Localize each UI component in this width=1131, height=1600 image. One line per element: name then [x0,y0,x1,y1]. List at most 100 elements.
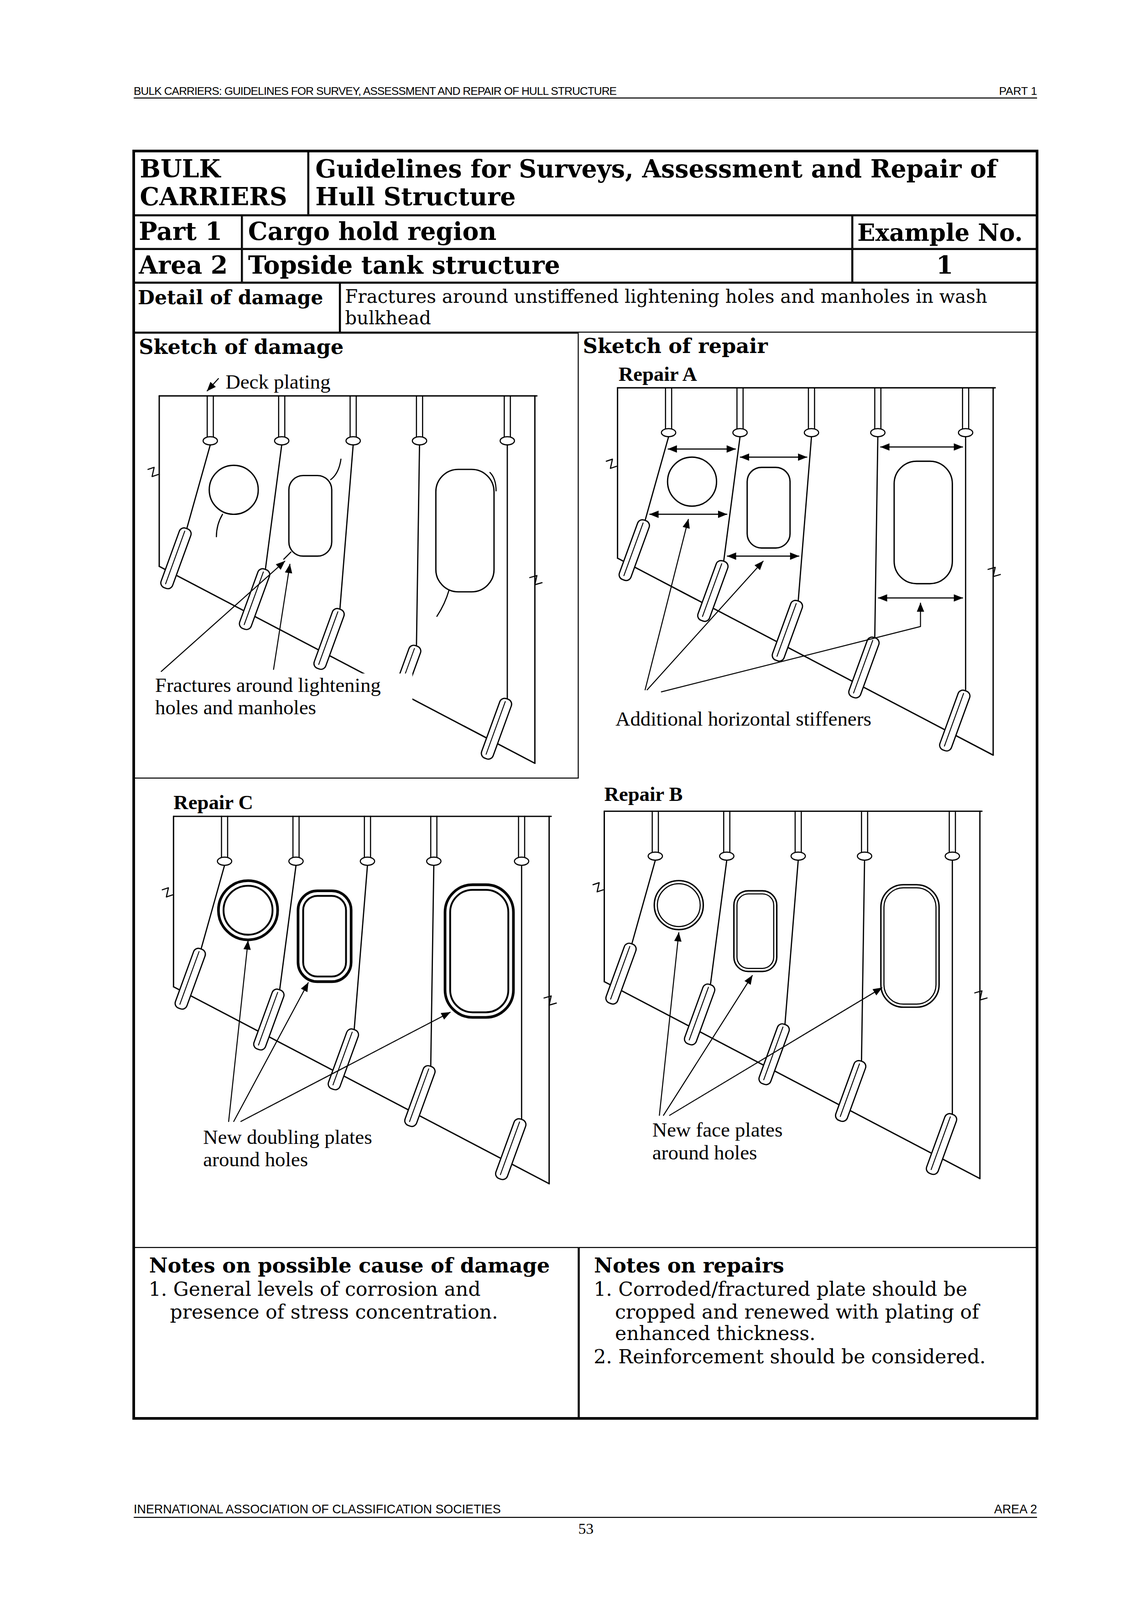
scallop-cutout [514,857,529,866]
leader-line [228,941,249,1122]
bulkhead-sketch [147,396,543,764]
deck-longitudinal [962,387,969,429]
slope-longitudinal-web [853,640,873,694]
slope-longitudinal [173,947,208,1012]
deck-longitudinal [221,816,228,858]
bulkhead-sketch [162,816,557,1184]
scallop-cutout [791,852,806,861]
face-plate [657,884,701,928]
slope-longitudinal-web [500,1122,520,1176]
repair-title: Repair B [604,782,683,806]
slope-longitudinal [494,1117,528,1182]
leader-line [661,603,921,693]
slope-longitudinal [757,1022,791,1087]
break-mark [529,575,543,585]
slope-longitudinal-section [924,1112,959,1177]
slope-longitudinal [252,988,286,1053]
scallop-cutout [500,437,515,446]
deck-longitudinal [665,387,672,429]
deck-longitudinal [416,396,423,437]
deck-longitudinal [723,811,730,853]
leader-line [240,1012,451,1122]
slope-longitudinal [604,942,638,1006]
sketch-group [147,378,1001,1184]
slope-longitudinal [312,607,346,672]
vertical-stiffener [354,865,368,1030]
scallop-cutout [857,852,872,861]
cell-text: Area 2 [138,252,237,280]
slope-longitudinal-web [702,563,722,617]
fracture [330,459,341,480]
horizontal-stiffener [880,446,963,448]
slope-longitudinal-web [409,1069,429,1123]
plate-edge [548,816,550,1184]
deck-longitudinal [364,816,371,858]
break-mark [988,567,1001,577]
deck-longitudinal [736,387,743,429]
table-cell: Part 1 [133,215,242,250]
deck-longitudinal [861,811,868,853]
vertical-stiffener [279,865,297,991]
vertical-stiffener [339,444,354,610]
lightening-hole [654,880,704,930]
plate-edge [979,811,981,1179]
deck-longitudinal [430,816,437,858]
slope-longitudinal-web [623,523,643,577]
slope-longitudinal [159,526,193,591]
table-cell: Topside tank structure [241,249,853,283]
vertical-stiffener [521,865,523,1120]
deck-longitudinal [874,387,881,429]
slope-longitudinal-section [403,1064,437,1129]
slope-longitudinal-web [244,572,264,626]
fracture [216,514,223,537]
scallop-cutout [203,437,218,446]
vertical-stiffener [861,860,865,1062]
slope-longitudinal-web [931,1117,951,1171]
plate-edge [172,816,175,988]
cell-text: Example No. [857,218,1032,246]
slope-longitudinal [617,518,652,583]
leader-line [669,988,882,1116]
leader-line [659,932,679,1116]
leader-line [663,975,753,1116]
vertical-stiffener [798,437,812,602]
doubling-plate [218,880,278,941]
cell-text: 1 [857,252,1032,280]
vertical-stiffener [723,437,741,562]
manhole [302,896,346,977]
table-cell: Notes on repairs1. Corroded/fractured pl… [578,1247,1038,1419]
lightening-hole [223,886,273,935]
running-header: BULK CARRIERS: GUIDELINES FOR SURVEY, AS… [133,84,617,98]
slope-longitudinal-section [173,947,208,1012]
slope-longitudinal [403,1064,437,1129]
deck-longitudinal [278,396,285,437]
scallop-cutout [870,428,885,438]
repair-title: Repair A [618,362,698,385]
table-cell: Notes on possible cause of damage1. Gene… [133,1247,579,1419]
slope-longitudinal [326,1027,360,1092]
vertical-stiffener [416,444,420,647]
slope-longitudinal-section [833,1059,868,1124]
slope-longitudinal [479,697,514,761]
break-mark [147,467,158,477]
repair-title: Repair C [173,791,253,814]
fracture [437,589,450,617]
table-outline [133,151,1038,1419]
leader-line [161,561,285,673]
footer-rule [133,1517,1038,1519]
break-mark [162,887,173,897]
break-mark [593,882,604,892]
slope-longitudinal [833,1059,868,1124]
horizontal-stiffener [878,597,963,599]
slope-longitudinal-section [604,942,638,1006]
deck-longitudinal [808,387,815,429]
manhole [734,891,777,972]
face-plate [736,894,774,969]
fracture [283,552,292,560]
deck-longitudinal [795,811,802,853]
slope-longitudinal-web [333,1032,353,1086]
vertical-stiffener [951,860,954,1115]
leader-line [233,983,308,1122]
scallop-cutout [274,437,289,446]
scallop-cutout [426,857,441,866]
